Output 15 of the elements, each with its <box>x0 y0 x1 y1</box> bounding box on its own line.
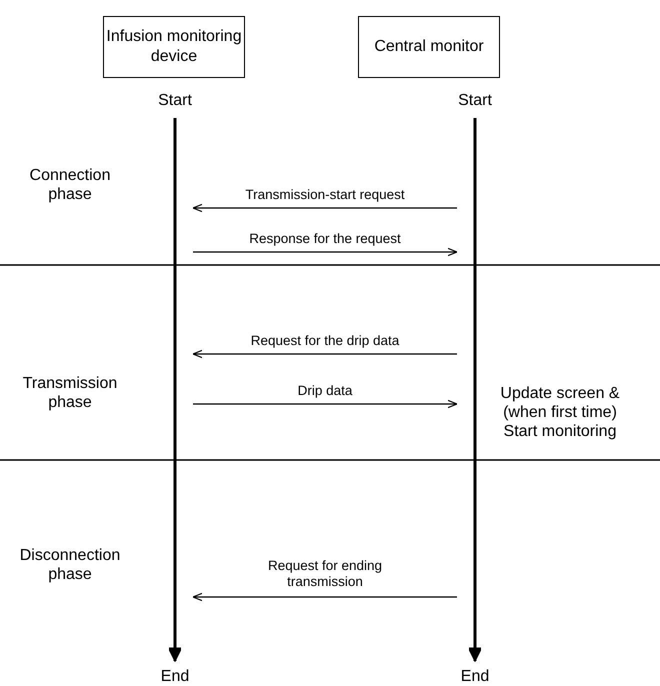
process-note: Update screen & (when first time) Start monitoring <box>500 384 620 441</box>
lifeline-arrow <box>169 118 181 662</box>
message-arrow <box>192 592 457 602</box>
start-label: Start <box>157 91 193 110</box>
phase-label: Disconnection phase <box>18 546 122 584</box>
message-arrow <box>192 204 457 212</box>
phase-label: Transmission phase <box>22 374 118 412</box>
message-arrow <box>192 350 457 358</box>
end-label: End <box>160 667 190 686</box>
message-arrow <box>193 248 458 256</box>
start-label: Start <box>457 91 493 110</box>
end-label: End <box>460 667 490 686</box>
phase-label: Connection phase <box>28 166 112 204</box>
lifeline-arrow <box>469 118 481 662</box>
message-arrow <box>193 400 458 408</box>
